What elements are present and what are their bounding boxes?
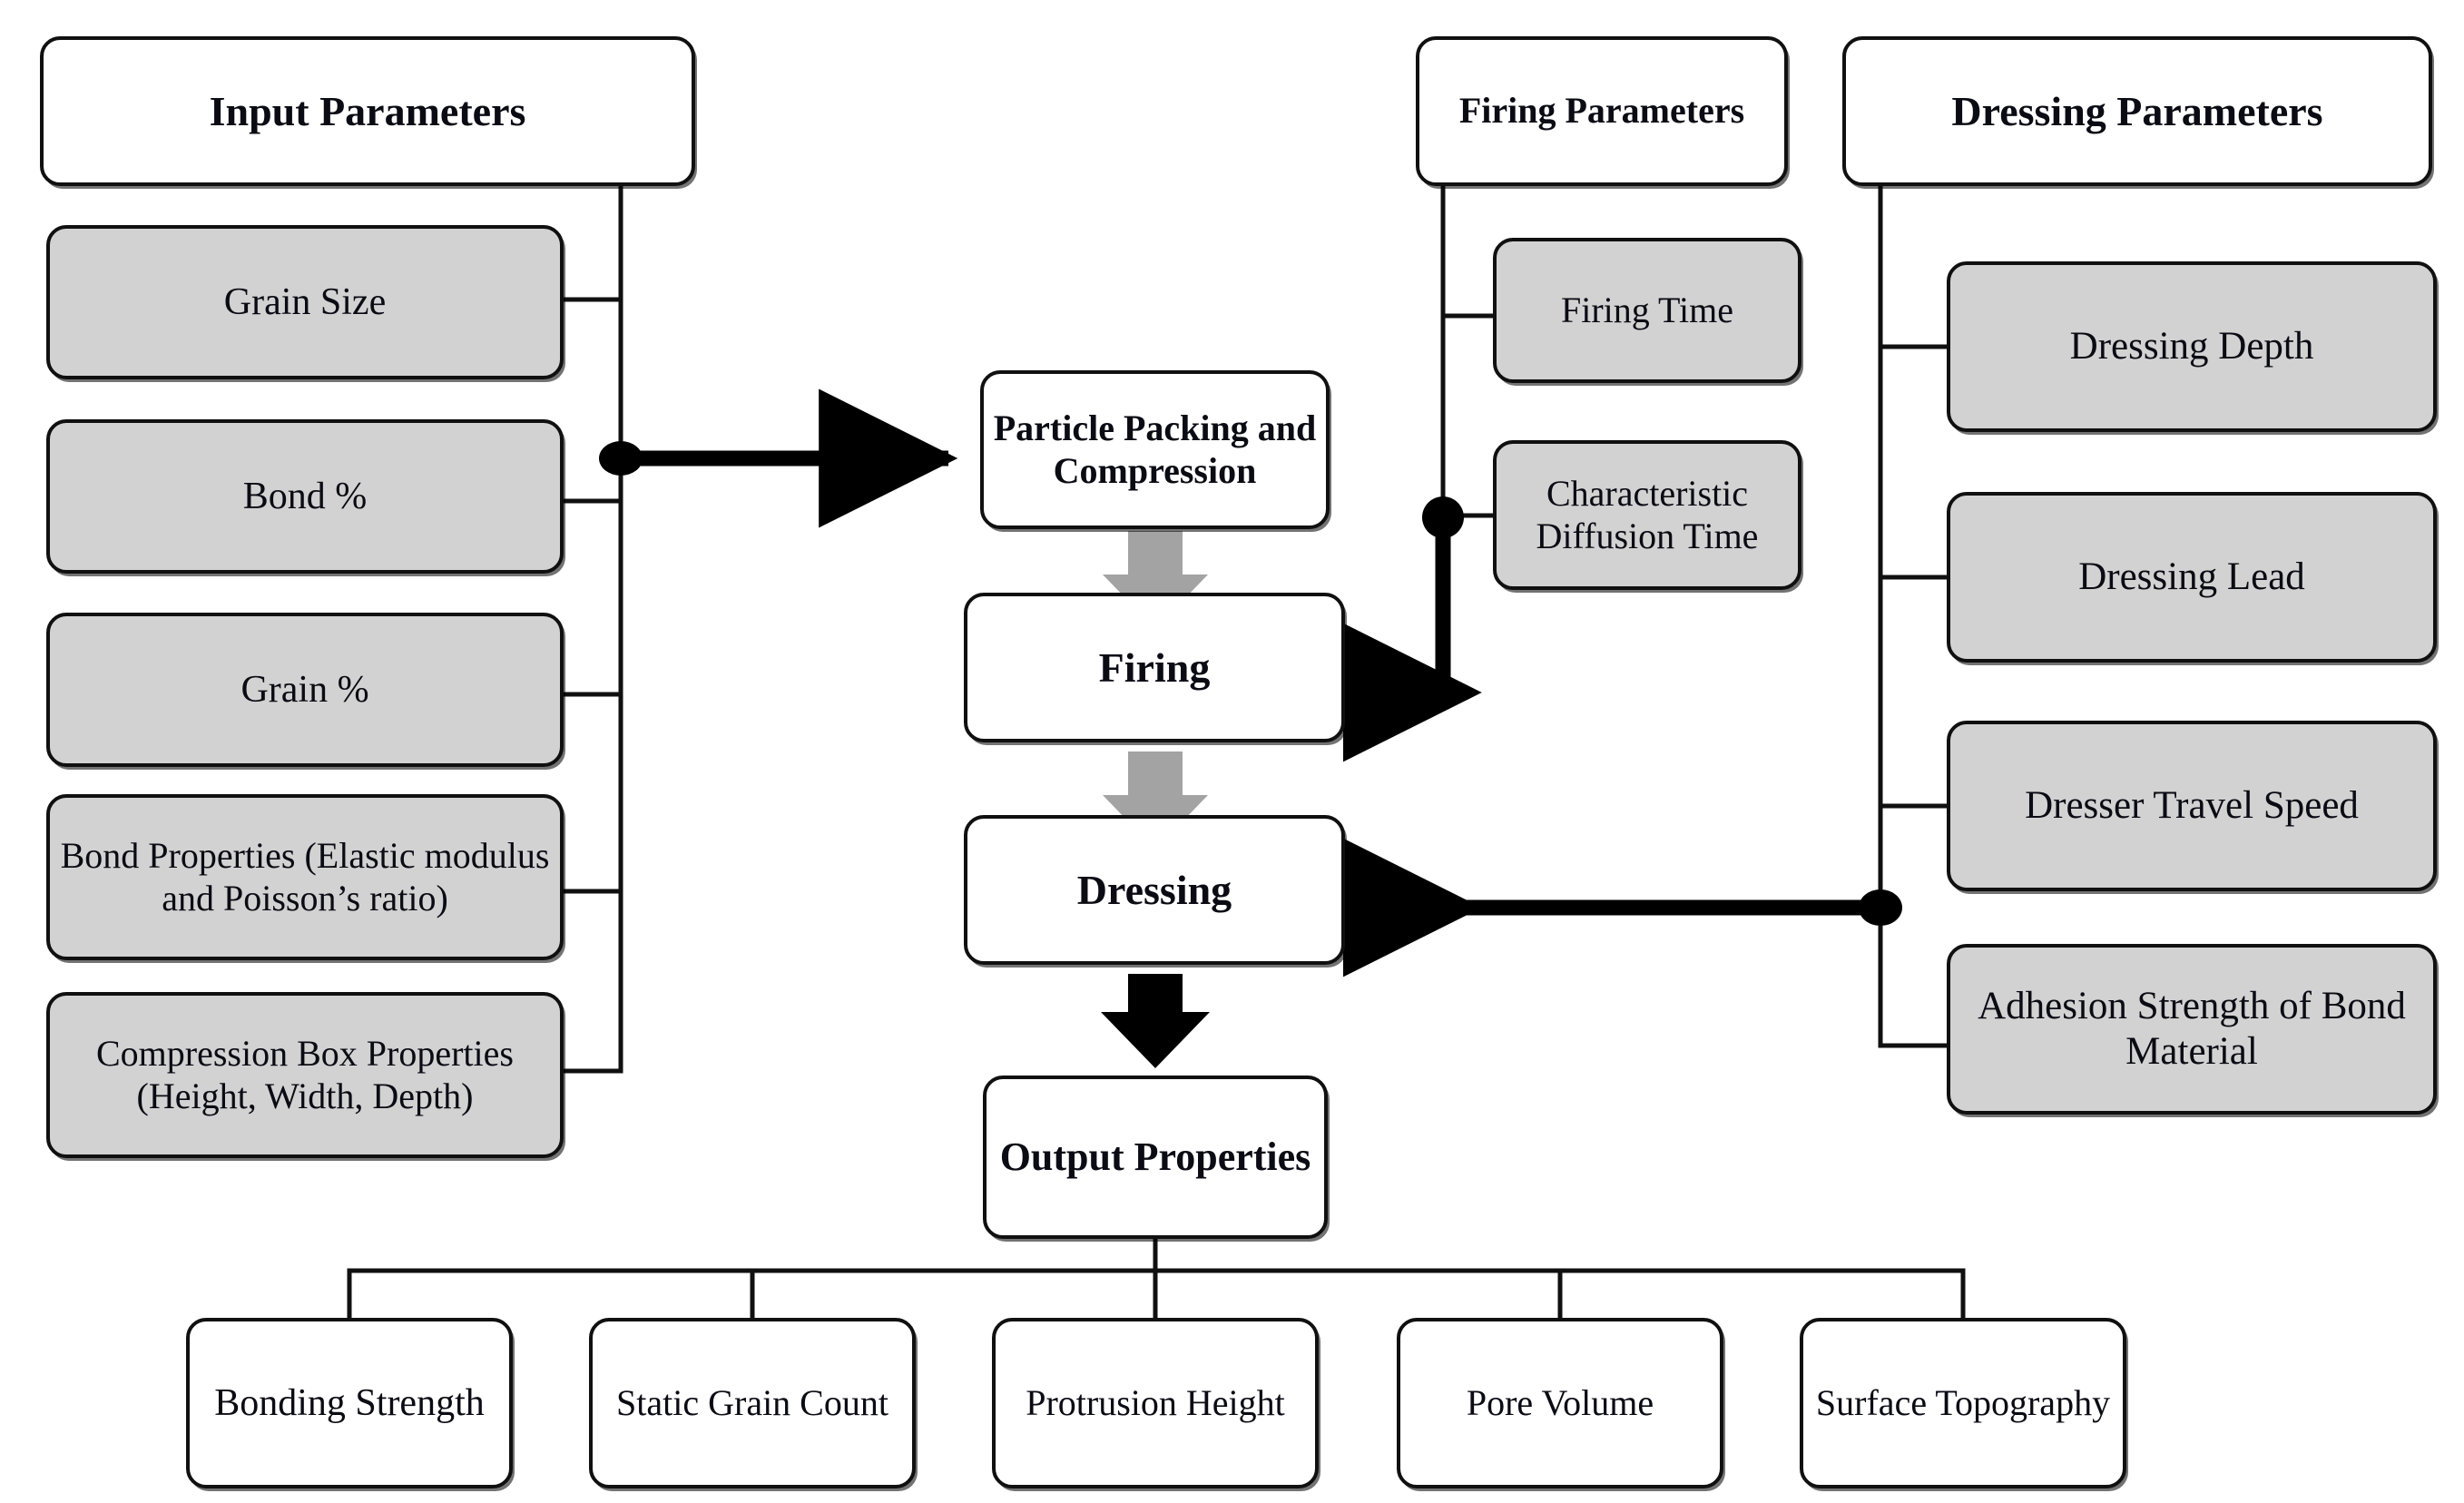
output-static-grain-count[interactable]: Static Grain Count: [589, 1318, 916, 1488]
stage-dressing-label: Dressing: [1076, 866, 1232, 913]
param-dressing-depth-label: Dressing Depth: [2069, 325, 2314, 368]
param-compression-box-properties[interactable]: Compression Box Properties (Height, Widt…: [46, 992, 564, 1158]
param-dresser-travel-speed-label: Dresser Travel Speed: [2025, 784, 2359, 828]
param-bond-percent[interactable]: Bond %: [46, 419, 564, 574]
param-dressing-lead[interactable]: Dressing Lead: [1947, 492, 2437, 663]
output-bonding-strength-label: Bonding Strength: [214, 1381, 485, 1424]
arrow-dressing-params-to-dressing: [1342, 838, 1902, 977]
output-pore-volume[interactable]: Pore Volume: [1397, 1318, 1723, 1488]
dressing-tree-connectors: [1878, 183, 1949, 1048]
output-properties-header-label: Output Properties: [999, 1135, 1311, 1180]
arrow-firing-params-to-firing: [1342, 496, 1482, 762]
param-grain-percent-label: Grain %: [241, 668, 369, 711]
param-characteristic-diffusion-time[interactable]: Characteristic Diffusion Time: [1493, 440, 1801, 590]
dressing-parameters-header-label: Dressing Parameters: [1951, 87, 2323, 134]
param-adhesion-strength-of-bond-material[interactable]: Adhesion Strength of Bond Material: [1947, 944, 2437, 1115]
output-surface-topography[interactable]: Surface Topography: [1800, 1318, 2126, 1488]
param-compression-box-properties-label: Compression Box Properties (Height, Widt…: [96, 1033, 514, 1116]
param-dressing-depth[interactable]: Dressing Depth: [1947, 261, 2437, 432]
output-surface-topography-label: Surface Topography: [1815, 1381, 2111, 1423]
param-characteristic-diffusion-time-label: Characteristic Diffusion Time: [1536, 473, 1759, 556]
param-grain-size[interactable]: Grain Size: [46, 225, 564, 379]
output-protrusion-height-label: Protrusion Height: [1026, 1381, 1285, 1423]
stage-particle-packing-and-compression[interactable]: Particle Packing and Compression: [980, 370, 1330, 529]
output-protrusion-height[interactable]: Protrusion Height: [992, 1318, 1319, 1488]
param-grain-percent[interactable]: Grain %: [46, 613, 564, 767]
output-static-grain-count-label: Static Grain Count: [616, 1381, 888, 1423]
stage-firing[interactable]: Firing: [964, 593, 1345, 742]
output-pore-volume-label: Pore Volume: [1466, 1381, 1654, 1423]
firing-parameters-header[interactable]: Firing Parameters: [1416, 36, 1788, 186]
param-grain-size-label: Grain Size: [223, 280, 387, 323]
output-properties-header[interactable]: Output Properties: [983, 1076, 1328, 1239]
input-parameters-header-label: Input Parameters: [209, 87, 526, 134]
output-fanout-connectors: [347, 1236, 1966, 1321]
param-bond-properties[interactable]: Bond Properties (Elastic modulus and Poi…: [46, 794, 564, 960]
param-dresser-travel-speed[interactable]: Dresser Travel Speed: [1947, 721, 2437, 891]
param-adhesion-strength-of-bond-material-label: Adhesion Strength of Bond Material: [1978, 985, 2406, 1073]
firing-tree-connectors: [1440, 183, 1496, 520]
param-dressing-lead-label: Dressing Lead: [2078, 555, 2305, 599]
output-bonding-strength[interactable]: Bonding Strength: [186, 1318, 513, 1488]
dressing-parameters-header[interactable]: Dressing Parameters: [1842, 36, 2432, 186]
param-bond-percent-label: Bond %: [242, 475, 368, 517]
stage-dressing[interactable]: Dressing: [964, 815, 1345, 965]
param-firing-time-label: Firing Time: [1560, 289, 1734, 330]
stage-particle-packing-and-compression-label: Particle Packing and Compression: [993, 408, 1317, 491]
arrow-input-to-packing: [599, 388, 958, 528]
param-bond-properties-label: Bond Properties (Elastic modulus and Poi…: [60, 835, 550, 918]
param-firing-time[interactable]: Firing Time: [1493, 238, 1801, 383]
black-arrow-dressing-to-output: [1101, 974, 1210, 1068]
stage-firing-label: Firing: [1098, 643, 1211, 691]
input-parameters-header[interactable]: Input Parameters: [40, 36, 695, 186]
input-tree-connectors: [558, 183, 623, 1074]
firing-parameters-header-label: Firing Parameters: [1458, 90, 1745, 132]
